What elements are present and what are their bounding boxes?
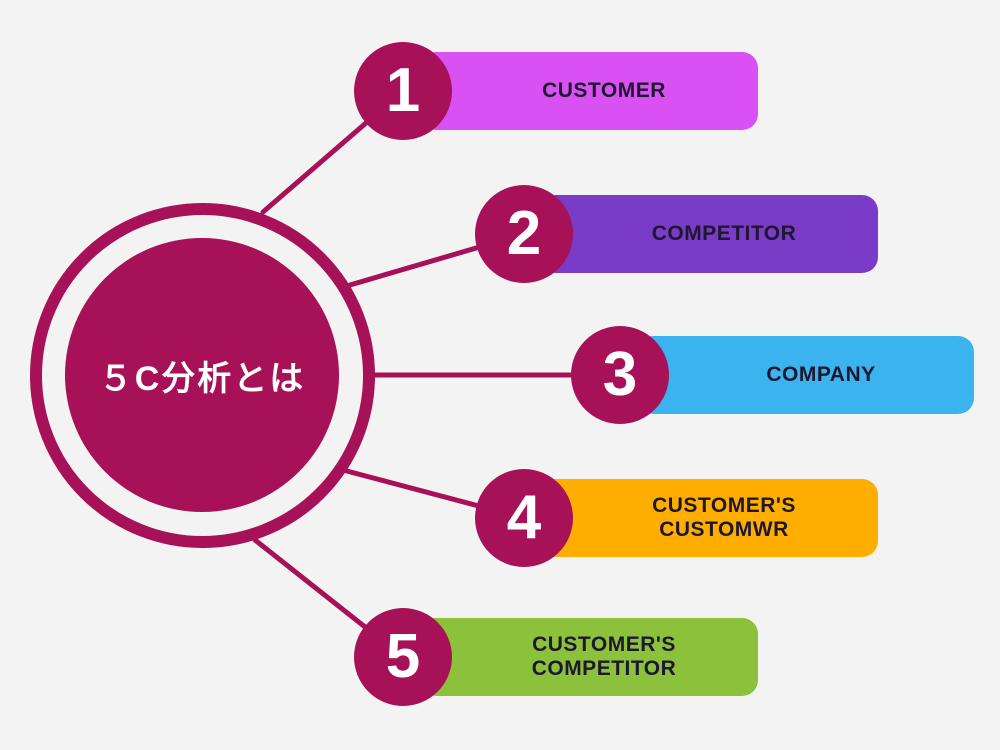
item-number-5: 5 <box>385 622 421 691</box>
item-number-badge-1: 1 <box>354 42 452 140</box>
item-number-2: 2 <box>506 199 542 268</box>
item-bar-customers-competitor: CUSTOMER'S COMPETITOR <box>420 618 758 696</box>
hub-title: ５C分析とは <box>98 359 306 398</box>
item-number-badge-2: 2 <box>475 185 573 283</box>
item-bar-customers-customer: CUSTOMER'S CUSTOMWR <box>540 479 878 557</box>
item-number-badge-4: 4 <box>475 469 573 567</box>
item-bar-company: COMPANY <box>638 336 974 414</box>
item-number-1: 1 <box>385 56 421 125</box>
item-label-competitor: COMPETITOR <box>651 221 797 245</box>
item-number-4: 4 <box>506 483 542 552</box>
item-label-customers-customer: CUSTOMER'S CUSTOMWR <box>652 493 796 541</box>
item-bar-customer: CUSTOMER <box>420 52 758 130</box>
item-number-badge-5: 5 <box>354 608 452 706</box>
item-bar-competitor: COMPETITOR <box>540 195 878 273</box>
hub-circle: ５C分析とは <box>65 238 339 512</box>
item-label-company: COMPANY <box>766 362 876 386</box>
item-label-customer: CUSTOMER <box>542 78 666 102</box>
item-number-badge-3: 3 <box>571 326 669 424</box>
item-label-customers-competitor: CUSTOMER'S COMPETITOR <box>531 632 677 680</box>
item-number-3: 3 <box>602 340 638 409</box>
